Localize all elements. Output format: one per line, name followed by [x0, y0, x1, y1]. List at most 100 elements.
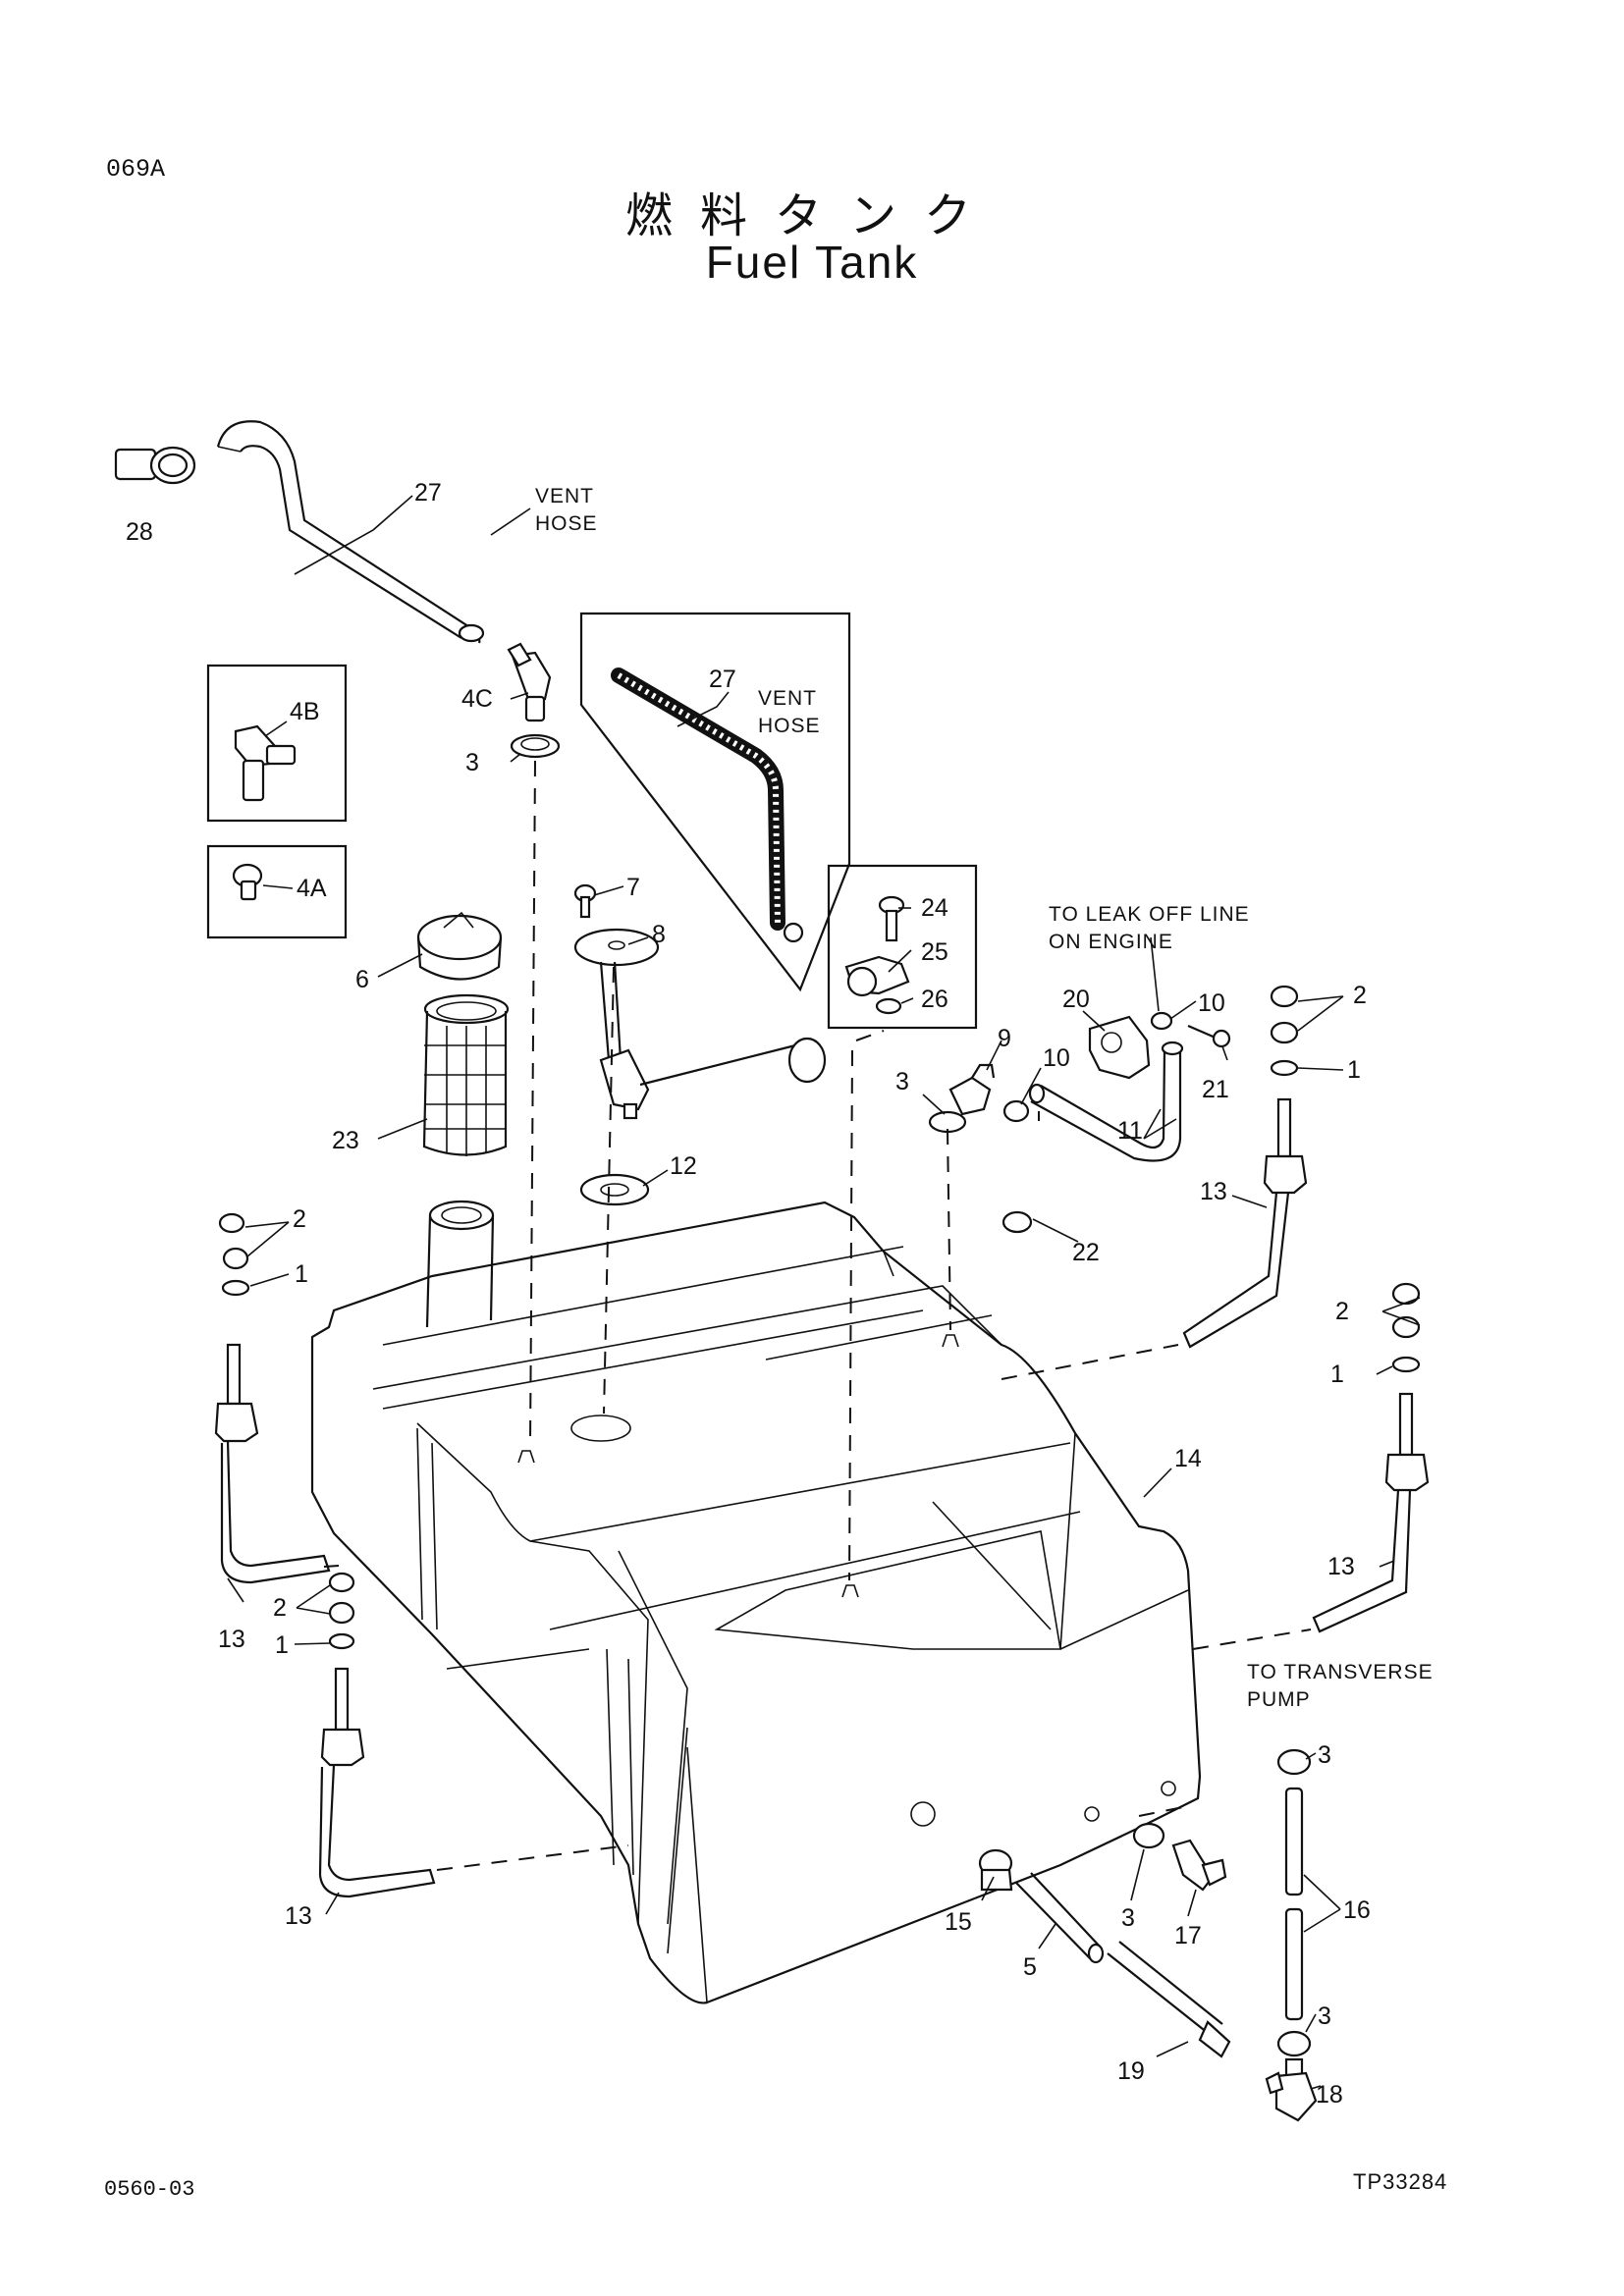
drain-pipe-19	[1107, 1941, 1231, 2058]
callout-4a: 4A	[297, 875, 327, 902]
callout-16: 16	[1343, 1896, 1371, 1924]
callout-5: 5	[1023, 1953, 1037, 1981]
elbow-18	[1265, 2057, 1318, 2122]
hose-clip	[1002, 1011, 1173, 1123]
callout-28: 28	[126, 518, 153, 546]
hose-bands-16	[1276, 1748, 1312, 2057]
footer-right-code: TP33284	[1353, 2169, 1448, 2194]
mount-bracket-left-bottom	[318, 1667, 436, 1898]
drain-cock-17	[1171, 1839, 1227, 1892]
callout-10-lower: 10	[1043, 1044, 1070, 1072]
callout-19: 19	[1117, 2057, 1145, 2085]
callout-13-lb: 13	[285, 1902, 312, 1930]
leak-off-hose	[1028, 1041, 1184, 1162]
clamp-bracket	[1088, 1015, 1151, 1080]
mount-washers-left-bottom	[328, 1572, 355, 1650]
bolt-clamp-set	[844, 895, 910, 1015]
callout-2-rm: 2	[1335, 1298, 1349, 1325]
vent-hose	[216, 420, 485, 644]
callout-27: 27	[414, 479, 442, 507]
callout-3-pump-upper: 3	[1318, 1741, 1331, 1769]
callout-1-lb: 1	[275, 1631, 289, 1659]
callout-20: 20	[1062, 986, 1090, 1013]
elbow-4b	[234, 724, 297, 802]
callout-24: 24	[921, 894, 948, 922]
hose-band	[510, 733, 561, 759]
hose-band-bottom	[1132, 1822, 1165, 1849]
callout-10-upper: 10	[1198, 989, 1225, 1017]
elbow-fitting	[507, 642, 552, 722]
title-japanese: 燃料タンク	[624, 188, 999, 243]
callout-27-inset: 27	[709, 666, 736, 693]
callout-12: 12	[670, 1152, 697, 1180]
mount-washers-right-top	[1270, 985, 1299, 1077]
mount-bracket-left-top	[214, 1343, 331, 1584]
fuel-strainer	[422, 993, 510, 1156]
return-pipe-16	[1284, 1787, 1304, 2021]
mount-bracket-right-top	[1182, 1097, 1308, 1349]
note-leak-off-1: TO LEAK OFF LINE	[1049, 903, 1250, 926]
page-code: 069A	[106, 155, 166, 184]
mount-washers-right-mid	[1391, 1282, 1421, 1373]
leader-lines	[227, 495, 1421, 2090]
note-vent-hose-inset-1: VENT	[758, 687, 817, 710]
callout-21: 21	[1202, 1076, 1229, 1103]
callout-25: 25	[921, 938, 948, 966]
callout-1-lt: 1	[295, 1260, 308, 1288]
callout-13-lt: 13	[218, 1626, 245, 1653]
inset-box-vent-hose	[579, 612, 851, 992]
note-leak-off-2: ON ENGINE	[1049, 931, 1173, 953]
fuel-tank-body	[310, 1200, 1202, 2004]
note-vent-hose-inset-2: HOSE	[758, 715, 821, 737]
callout-23: 23	[332, 1127, 359, 1154]
filler-cap	[416, 911, 503, 981]
callout-3-top: 3	[465, 749, 479, 776]
callout-13-rt: 13	[1200, 1178, 1227, 1205]
callout-6: 6	[355, 966, 369, 993]
note-vent-hose-1: VENT	[535, 485, 594, 507]
callout-17: 17	[1174, 1922, 1202, 1949]
inset-box-4a	[206, 844, 348, 939]
plug-4a	[232, 863, 263, 901]
callout-1-rt: 1	[1347, 1056, 1361, 1084]
callout-2-lt: 2	[293, 1205, 306, 1233]
callout-26: 26	[921, 986, 948, 1013]
inset-box-clamp	[827, 864, 978, 1030]
bolt-21	[1187, 1024, 1231, 1048]
callout-15: 15	[945, 1908, 972, 1936]
callout-4b: 4B	[290, 698, 320, 725]
callout-18: 18	[1316, 2081, 1343, 2109]
callout-7: 7	[626, 874, 640, 901]
callout-9: 9	[998, 1025, 1011, 1052]
note-transverse-1: TO TRANSVERSE	[1247, 1661, 1434, 1683]
callout-4c: 4C	[461, 685, 493, 713]
assembly-lines	[323, 760, 1312, 1871]
fuel-level-sender	[573, 883, 827, 1120]
drain-fitting-15	[978, 1848, 1013, 1892]
drain-pipe-5	[1015, 1872, 1105, 1964]
grommet-22	[1001, 1210, 1033, 1234]
mount-washers-left-top	[218, 1212, 250, 1297]
callout-13-rm: 13	[1327, 1553, 1355, 1580]
callout-3-bottom: 3	[1121, 1904, 1135, 1932]
callout-3-pump-lower: 3	[1318, 2002, 1331, 2030]
vent-hose-detail	[611, 667, 804, 943]
callout-3-right: 3	[895, 1068, 909, 1095]
mount-bracket-right-mid	[1312, 1392, 1430, 1633]
sender-gasket	[579, 1173, 650, 1206]
callout-8: 8	[652, 921, 666, 948]
callout-11: 11	[1117, 1117, 1143, 1145]
callout-22: 22	[1072, 1239, 1100, 1266]
note-transverse-2: PUMP	[1247, 1688, 1311, 1711]
inset-box-4b	[206, 664, 348, 823]
callout-2-lb: 2	[273, 1594, 287, 1622]
callout-2-rt: 2	[1353, 982, 1367, 1009]
callout-1-rm: 1	[1330, 1361, 1344, 1388]
hose-clamp	[114, 446, 196, 485]
note-vent-hose-2: HOSE	[535, 512, 598, 535]
callout-14: 14	[1174, 1445, 1202, 1472]
title-english: Fuel Tank	[705, 237, 919, 288]
footer-left-code: 0560-03	[104, 2177, 195, 2202]
return-elbow	[948, 1063, 996, 1116]
